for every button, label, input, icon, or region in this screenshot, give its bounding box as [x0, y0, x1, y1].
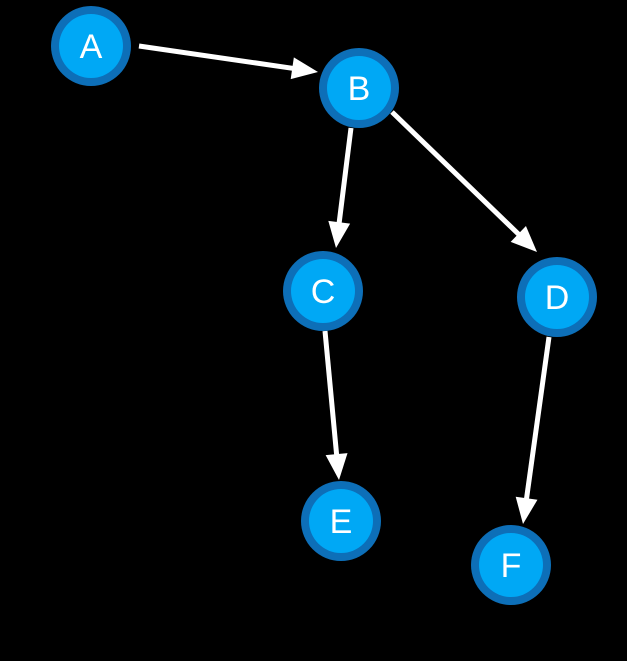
- node-label: C: [311, 273, 336, 311]
- edge-B-D[interactable]: [390, 110, 537, 252]
- edge-line: [322, 330, 340, 457]
- arrowhead-icon: [510, 226, 537, 252]
- node-label: D: [545, 279, 570, 317]
- arrowhead-icon: [515, 496, 538, 524]
- edge-line: [138, 43, 295, 72]
- edge-line: [523, 336, 552, 501]
- node-label: E: [330, 503, 353, 541]
- graph-node-F[interactable]: F: [471, 525, 551, 605]
- edge-B-C[interactable]: [328, 127, 354, 248]
- graph-node-A[interactable]: A: [51, 6, 131, 86]
- edge-C-E[interactable]: [322, 330, 348, 480]
- edge-line: [390, 110, 522, 238]
- edge-D-F[interactable]: [515, 336, 552, 524]
- graph-node-E[interactable]: E: [301, 481, 381, 561]
- node-body: [291, 259, 355, 323]
- node-label: F: [501, 547, 522, 585]
- edge-line: [336, 127, 354, 225]
- node-body: [309, 489, 373, 553]
- node-body: [479, 533, 543, 597]
- edge-A-B[interactable]: [138, 43, 318, 80]
- graph-node-C[interactable]: C: [283, 251, 363, 331]
- arrowhead-icon: [328, 220, 351, 248]
- arrowhead-icon: [325, 453, 348, 480]
- node-body: [525, 265, 589, 329]
- nodes-layer: A B C D E F: [51, 6, 597, 605]
- arrowhead-icon: [290, 57, 318, 80]
- node-label: A: [80, 28, 103, 66]
- node-label: B: [348, 70, 371, 108]
- node-body: [59, 14, 123, 78]
- node-body: [327, 56, 391, 120]
- graph-node-B[interactable]: B: [319, 48, 399, 128]
- graph-node-D[interactable]: D: [517, 257, 597, 337]
- edges-layer: [138, 43, 552, 524]
